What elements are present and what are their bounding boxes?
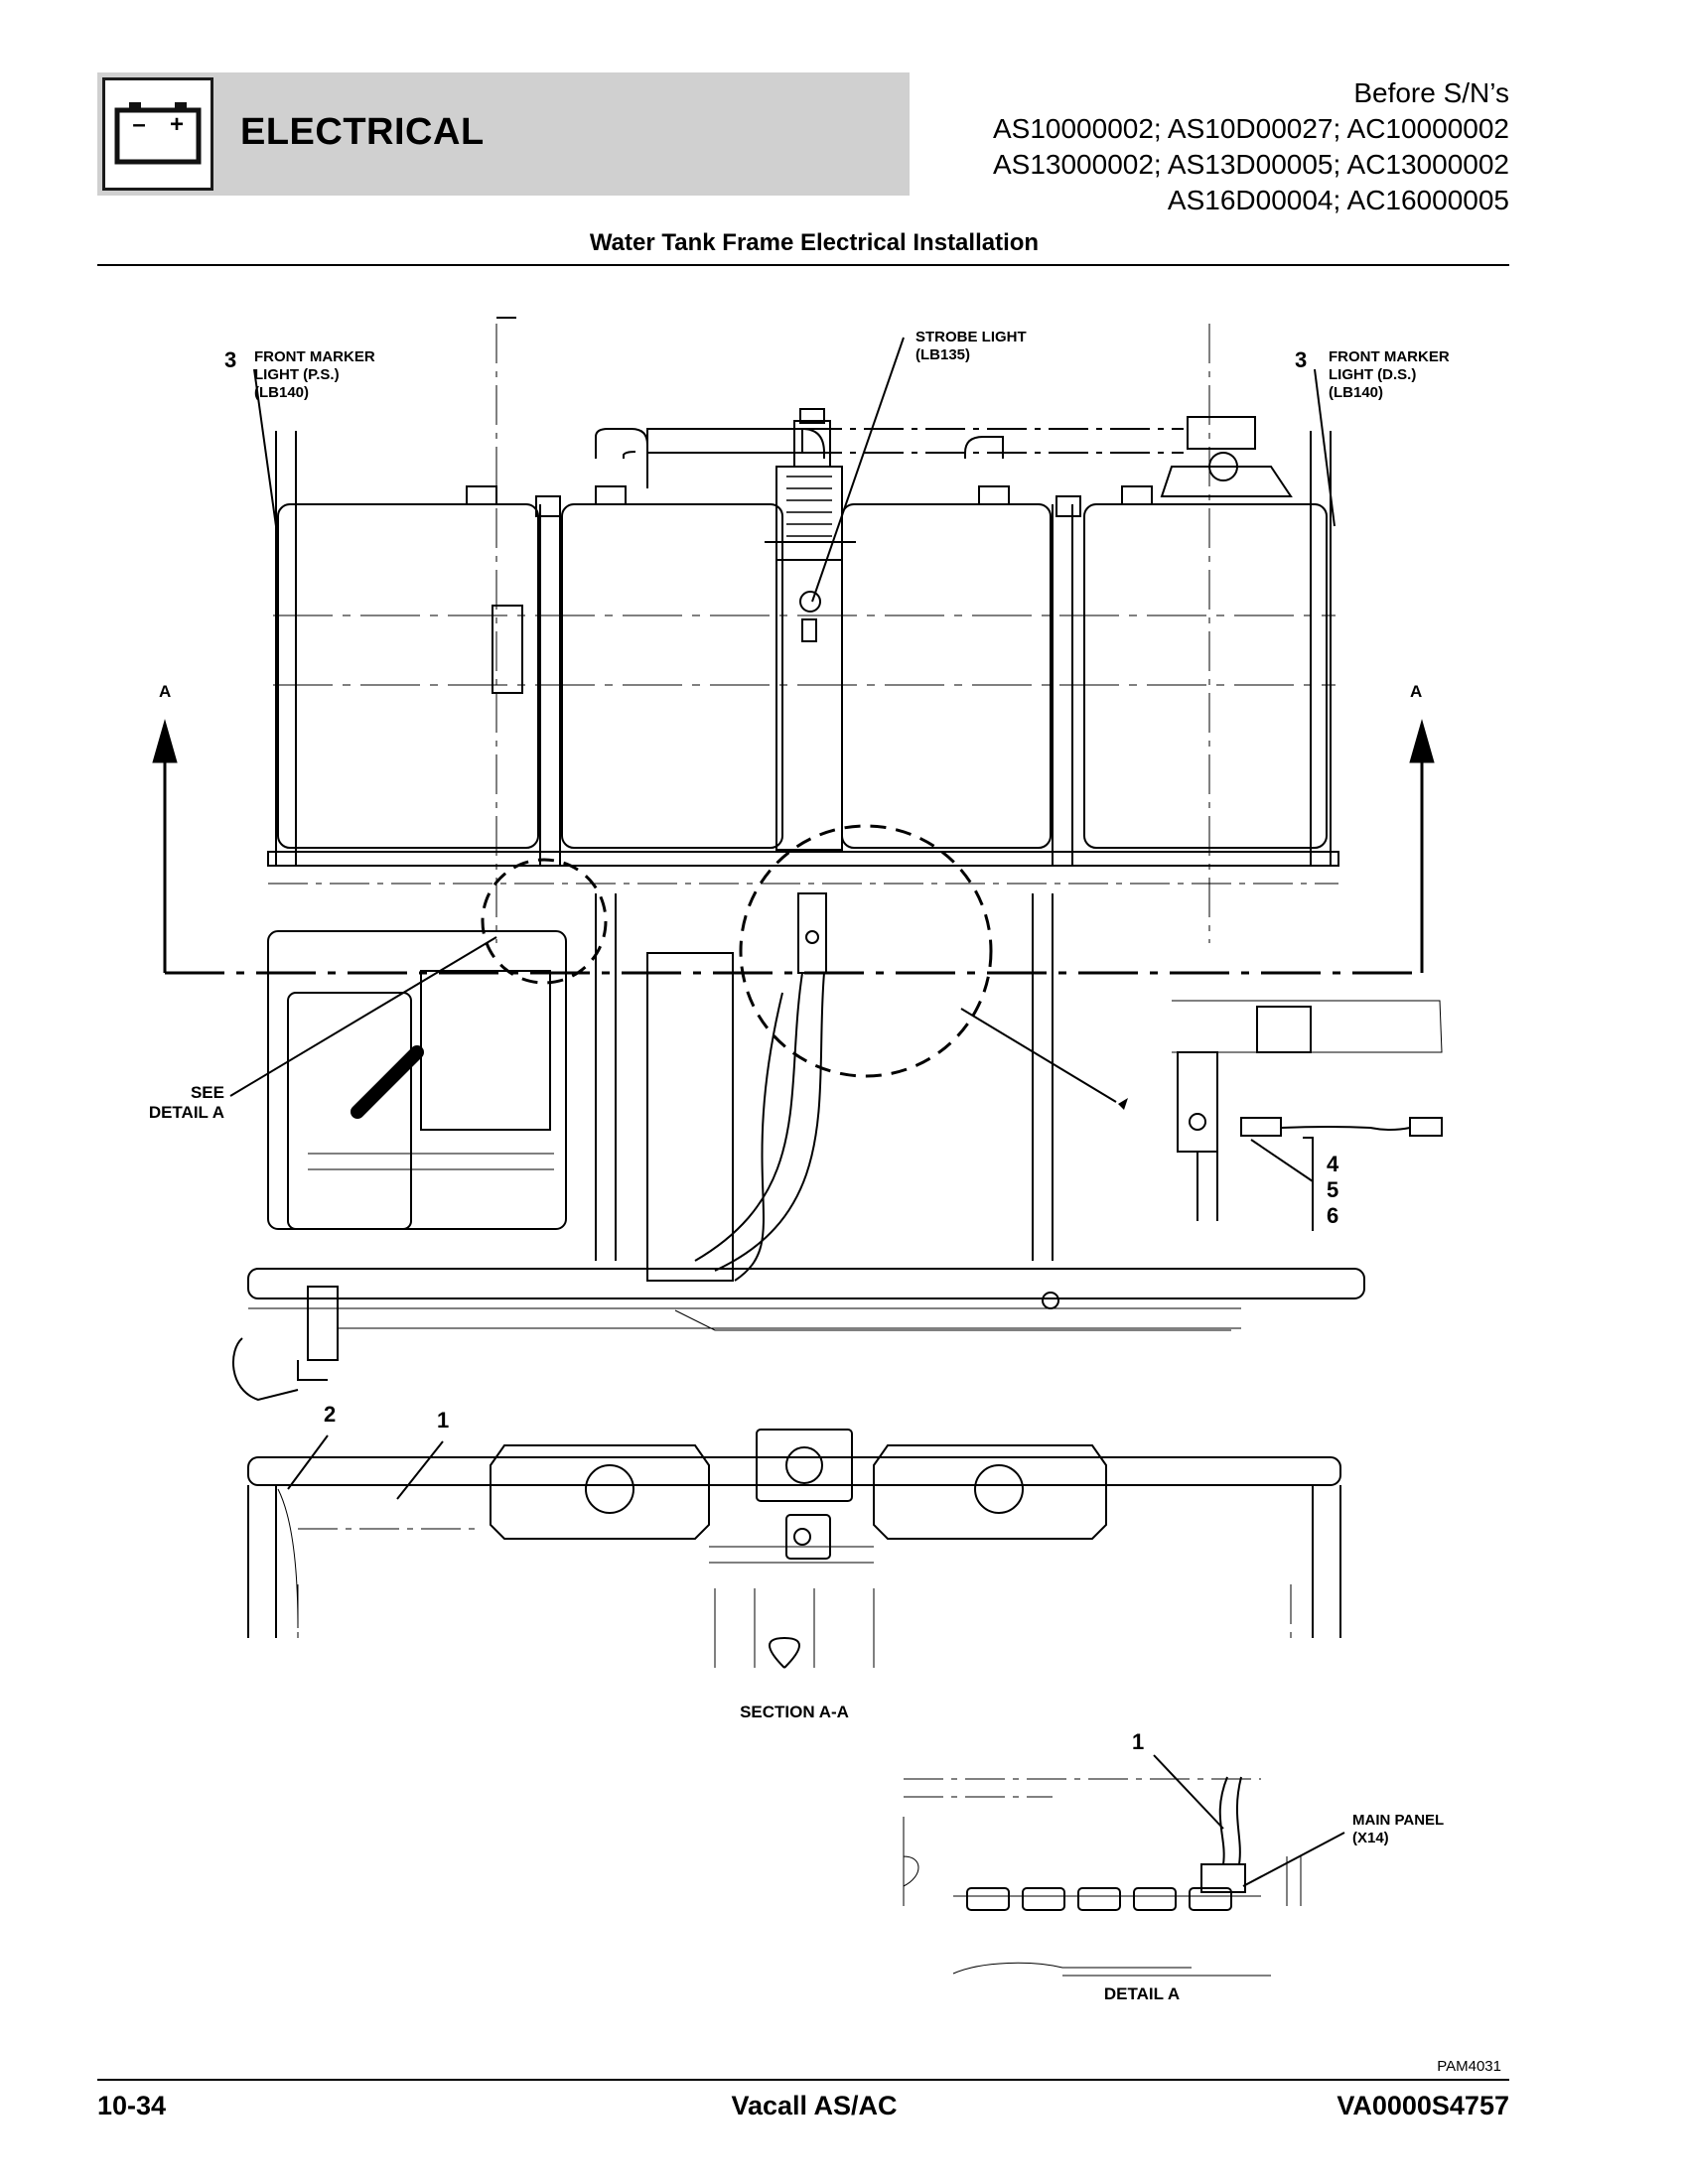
detail-valve <box>1256 1006 1312 1053</box>
center-column <box>775 559 843 851</box>
serial-line-1: Before S/N’s <box>1353 77 1509 108</box>
plus-sign: + <box>170 111 184 138</box>
section-arrow-right <box>1409 719 1435 763</box>
section-right-tank-port <box>974 1464 1024 1514</box>
title-rule <box>97 264 1509 266</box>
front-marker-ds-line3: (LB140) <box>1329 384 1383 401</box>
section-right-tank <box>873 1444 1107 1540</box>
section-valve-block <box>756 1429 853 1502</box>
item-5: 5 <box>1327 1177 1338 1202</box>
section-a-right-label: A <box>1410 682 1422 701</box>
front-marker-ps-number: 3 <box>224 347 236 372</box>
figure-code: PAM4031 <box>1437 2058 1501 2075</box>
front-marker-ds-line2: LIGHT (D.S.) <box>1329 366 1416 383</box>
tank-right-outer <box>1083 503 1328 849</box>
battery-icon: – + <box>114 102 202 165</box>
center-stanchion <box>646 952 734 1282</box>
tank-left-outer <box>277 503 539 849</box>
document-title: Water Tank Frame Electrical Installation <box>589 229 1040 256</box>
section-frame-rail <box>247 1456 1341 1486</box>
doc-number: VA0000S4757 <box>1336 2091 1509 2120</box>
detail-item-1: 1 <box>1132 1729 1144 1754</box>
serial-line-4: AS16D00004; AC16000005 <box>1167 185 1509 215</box>
section-arrow-left <box>152 719 178 763</box>
see-detail-line2: DETAIL A <box>149 1103 224 1122</box>
page-number: 10-34 <box>97 2091 167 2120</box>
footer-rule <box>97 2079 1509 2081</box>
header-band <box>97 72 910 196</box>
front-marker-ps-line2: LIGHT (P.S.) <box>254 366 340 383</box>
tank-left-inner <box>561 503 783 849</box>
item-2: 2 <box>324 1402 336 1427</box>
front-marker-ps-line3: (LB140) <box>254 384 309 401</box>
item-4: 4 <box>1327 1152 1339 1176</box>
left-panel-plate <box>267 930 567 1230</box>
see-detail-line1: SEE <box>191 1083 224 1102</box>
section-title: ELECTRICAL <box>240 111 485 153</box>
center-detail-circle <box>739 824 993 1078</box>
main-panel-line1: MAIN PANEL <box>1352 1812 1444 1829</box>
detail-fitting <box>1177 1051 1218 1153</box>
center-fitting <box>797 892 827 974</box>
item-1: 1 <box>437 1408 449 1433</box>
front-marker-ds-line1: FRONT MARKER <box>1329 348 1450 365</box>
tank-right-inner <box>841 503 1052 849</box>
main-panel-line2: (X14) <box>1352 1830 1389 1846</box>
front-marker-ds-number: 3 <box>1295 347 1307 372</box>
lower-frame-rail <box>247 1268 1365 1299</box>
serial-line-2: AS10000002; AS10D00027; AC10000002 <box>992 113 1509 144</box>
detail-a-connector-row <box>966 1887 1232 1911</box>
battery-icon-frame: – + <box>102 77 213 191</box>
strobe-line1: STROBE LIGHT <box>915 329 1027 345</box>
front-marker-ps-line1: FRONT MARKER <box>254 348 375 365</box>
right-pipe-fitting <box>1187 416 1256 450</box>
left-pipe-elbow <box>595 428 648 488</box>
product-name: Vacall AS/AC <box>731 2091 898 2120</box>
section-left-tank <box>490 1444 710 1540</box>
minus-sign: – <box>132 111 145 138</box>
serial-line-3: AS13000002; AS13D00005; AC13000002 <box>992 149 1509 180</box>
detail-a-label: DETAIL A <box>1104 1984 1180 2003</box>
section-a-left-label: A <box>159 682 171 701</box>
item-6: 6 <box>1327 1203 1338 1228</box>
strobe-line2: (LB135) <box>915 346 970 363</box>
section-left-tank-port <box>585 1464 634 1514</box>
crossover-pipe <box>646 428 803 454</box>
section-a-a-label: SECTION A-A <box>740 1703 849 1721</box>
detail-a-circle <box>481 858 608 985</box>
